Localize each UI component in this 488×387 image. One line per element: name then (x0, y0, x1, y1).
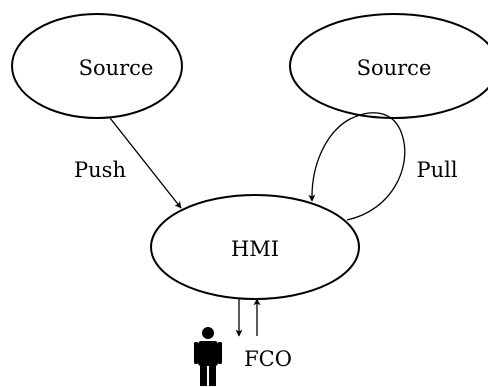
pull-label: Pull (416, 158, 457, 182)
push-arrow (109, 117, 182, 209)
person-icon (194, 327, 222, 386)
operator-label: FCO (244, 347, 292, 371)
source-right-node: Source (289, 13, 488, 119)
pull-edge: Pull (308, 112, 458, 221)
hmi-operator-arrows (235, 298, 261, 337)
source-right-label: Source (357, 56, 432, 80)
hmi-label: HMI (231, 237, 279, 261)
pull-arrow (308, 112, 406, 221)
source-right-ellipse (289, 13, 488, 119)
source-left-node: Source (11, 13, 183, 119)
hmi-node: HMI (150, 194, 360, 300)
source-left-label: Source (79, 56, 154, 80)
source-left-ellipse (11, 13, 183, 119)
push-label: Push (74, 158, 126, 182)
push-edge: Push (74, 117, 182, 209)
